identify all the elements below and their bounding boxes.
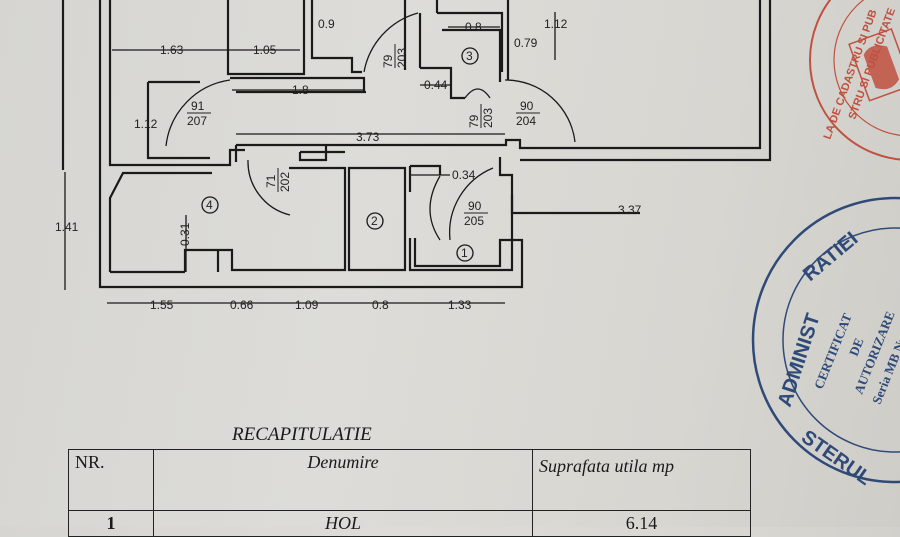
dim-1-05: 1.05 [253, 43, 277, 57]
dim-0-8-top: 0.8 [465, 20, 482, 34]
door-swings [165, 12, 576, 241]
header-area: Suprafata utila mp [532, 449, 751, 511]
dim-bottom-3: 1.09 [295, 298, 319, 312]
svg-text:202: 202 [278, 172, 292, 192]
header-name: Denumire [153, 449, 533, 511]
dim-1-63: 1.63 [160, 43, 184, 57]
dim-1-12-top: 1.12 [544, 17, 568, 31]
table-row: 1 HOL 6.14 [68, 510, 751, 537]
room-1-label: 1 [461, 246, 468, 260]
dimension-labels: 1.63 1.05 0.9 0.8 0.79 1.12 0.44 1.8 1.1… [55, 17, 642, 312]
header-nr: NR. [68, 449, 154, 511]
dim-0-79: 0.79 [514, 36, 538, 50]
row-nr: 1 [68, 510, 154, 537]
red-stamp: LA DE CADASTRU SI PUB STRU SI PUBLICITAT… [809, 0, 900, 161]
svg-text:DE: DE [846, 336, 867, 358]
dim-bottom-5: 1.33 [448, 298, 472, 312]
row-area: 6.14 [532, 510, 751, 537]
room-numbers: 1 2 3 4 [201, 47, 479, 262]
svg-text:205: 205 [464, 214, 484, 228]
dim-1-8: 1.8 [292, 83, 309, 97]
room-2-label: 2 [371, 214, 378, 228]
svg-text:207: 207 [187, 114, 207, 128]
dim-bottom-2: 0.66 [230, 298, 254, 312]
svg-text:ADMINIST: ADMINIST [774, 311, 825, 410]
dim-0-9: 0.9 [318, 17, 335, 31]
svg-text:79: 79 [467, 114, 481, 128]
svg-text:79: 79 [381, 54, 395, 68]
dim-bottom-1: 1.55 [150, 298, 174, 312]
room-3-label: 3 [466, 49, 473, 63]
walls [61, 0, 772, 289]
summary-table: NR. Denumire Suprafata utila mp 1 HOL 6.… [68, 449, 751, 537]
svg-text:90: 90 [520, 99, 534, 113]
table-header-row: NR. Denumire Suprafata utila mp [68, 449, 751, 511]
dim-3-37: 3.37 [618, 203, 642, 217]
svg-text:203: 203 [395, 48, 409, 68]
svg-text:90: 90 [468, 199, 482, 213]
dim-0-44: 0.44 [424, 78, 448, 92]
row-name: HOL [153, 510, 533, 537]
svg-text:204: 204 [516, 114, 536, 128]
dim-0-34: 0.34 [452, 168, 476, 182]
dimension-lines [64, 12, 556, 304]
svg-text:71: 71 [264, 174, 278, 188]
dim-bottom-4: 0.8 [372, 298, 389, 312]
summary-title: RECAPITULATIE [232, 424, 372, 445]
dim-3-73: 3.73 [356, 130, 380, 144]
dim-1-12-left: 1.12 [134, 117, 158, 131]
room-4-label: 4 [206, 198, 213, 212]
svg-text:RATIEI: RATIEI [799, 228, 862, 286]
dim-0-31: 0.31 [178, 222, 192, 246]
dim-1-41: 1.41 [55, 220, 79, 234]
svg-text:91: 91 [191, 99, 205, 113]
svg-text:203: 203 [481, 108, 495, 128]
blue-stamp: ADMINIST RATIEI STERUL CERTIFICAT DE AUT… [751, 196, 900, 490]
